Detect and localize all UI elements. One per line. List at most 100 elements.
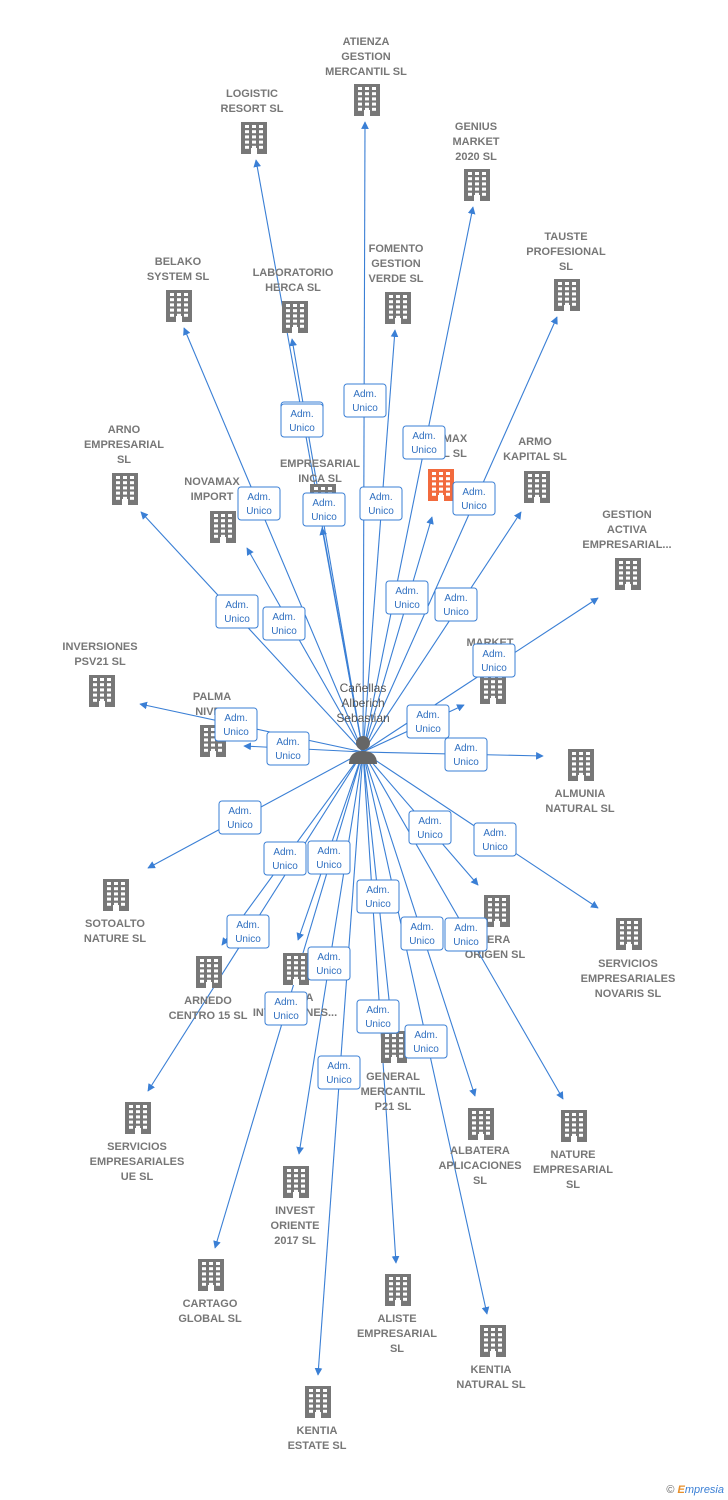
ownership-edge — [362, 516, 434, 753]
edge-role-badge[interactable]: Adm.Unico — [237, 486, 281, 521]
edge-role-badge[interactable]: Adm.Unico — [444, 917, 488, 952]
edge-role-label: Unico — [224, 614, 250, 625]
company-name-line: CARTAGO — [183, 1298, 238, 1310]
edge-role-badge[interactable]: Adm.Unico — [452, 481, 496, 516]
edge-role-label: Adm. — [327, 1061, 350, 1072]
edge-role-label: Adm. — [247, 492, 270, 503]
edge-role-badge[interactable]: Adm.Unico — [266, 731, 310, 766]
edge-role-label: Unico — [461, 501, 487, 512]
edge-role-label: Unico — [311, 512, 337, 523]
edge-role-label: Adm. — [224, 713, 247, 724]
edge-role-badge[interactable]: Adm.Unico — [226, 914, 270, 949]
company-name-line: UE SL — [121, 1171, 154, 1183]
ownership-edge — [362, 316, 558, 753]
brand-logo-initial[interactable]: E — [677, 1484, 685, 1496]
edge-role-label: Unico — [415, 724, 441, 735]
company-name-line: MERCANTIL — [361, 1086, 426, 1098]
edge-role-badge[interactable]: Adm. Unico — [472, 643, 516, 678]
edge-role-label: Adm. — [444, 593, 467, 604]
building-icon — [524, 471, 550, 503]
edge-role-badge[interactable]: Adm. Unico — [356, 999, 400, 1034]
edge-role-badge[interactable]: Adm.Unico — [264, 991, 308, 1026]
company-name-line: SL — [117, 454, 131, 466]
company-name-line: NOVAMAX — [184, 476, 240, 488]
edge-role-badge[interactable]: Adm.Unico — [406, 704, 450, 739]
edge-role-label: Unico — [365, 1019, 391, 1030]
company-name-line: CENTRO 15 SL — [169, 1010, 248, 1022]
company-name-line: EMPRESARIAL — [357, 1328, 437, 1340]
edge-role-badge[interactable]: Adm.Unico — [444, 737, 488, 772]
edge-role-badge[interactable]: Adm.Unico — [215, 594, 259, 629]
company-name-line: BELAKO — [155, 256, 202, 268]
company-name-line: P21 SL — [375, 1101, 412, 1113]
edge-role-badge[interactable]: Adm.Unico — [473, 822, 517, 857]
company-node[interactable]: GESTIONACTIVAEMPRESARIAL... — [582, 509, 672, 590]
building-icon — [428, 469, 454, 501]
edge-role-badge[interactable]: Adm.Unico — [408, 810, 452, 845]
edge-role-label: Unico — [481, 663, 507, 674]
edge-role-badge[interactable]: Adm.Unico — [359, 486, 403, 521]
edge-role-label: Unico — [289, 423, 315, 434]
edge-role-label: Unico — [453, 757, 479, 768]
edge-role-badge[interactable]: Adm.Unico — [218, 800, 262, 835]
company-name-line: KENTIA — [297, 1425, 338, 1437]
building-icon — [196, 956, 222, 988]
copyright-symbol: © — [666, 1484, 675, 1496]
edge-role-label: Unico — [394, 600, 420, 611]
company-name-line: LOGISTIC — [226, 88, 278, 100]
edge-role-badge[interactable]: Adm.Unico — [434, 587, 478, 622]
edge-role-label: Adm. — [274, 997, 297, 1008]
ownership-edge — [140, 511, 364, 753]
edge-role-label: Adm. — [482, 649, 505, 660]
ownership-edge — [362, 329, 399, 753]
edge-role-badge[interactable]: Adm.Unico — [214, 707, 258, 742]
building-icon — [568, 749, 594, 781]
edge-role-badge[interactable]: Adm.Unico — [263, 841, 307, 876]
edge-role-badge[interactable]: Adm.Unico — [343, 383, 387, 418]
edge-role-badge[interactable]: Adm.Unico — [262, 606, 306, 641]
edge-role-badge[interactable]: Adm.Unico — [307, 840, 351, 875]
company-name-line: PROFESIONAL — [526, 246, 606, 258]
edge-role-badge[interactable]: Adm.Unico — [400, 916, 444, 951]
company-name-line: TAUSTE — [544, 231, 587, 243]
brand-logo-rest[interactable]: mpresia — [684, 1484, 724, 1496]
edge-role-badge[interactable]: Adm.Unico — [385, 580, 429, 615]
edge-role-badge[interactable]: Adm.Unico — [302, 492, 346, 527]
building-icon — [484, 895, 510, 927]
company-name-line: EMPRESARIAL... — [582, 539, 671, 551]
edge-role-badge[interactable]: Adm.Unico — [317, 1055, 361, 1090]
edge-role-badge[interactable]: Adm.Unico — [280, 403, 324, 438]
edge-role-badge[interactable]: Adm.Unico — [404, 1024, 448, 1059]
edge-role-badge[interactable]: Adm.Unico — [307, 946, 351, 981]
building-icon — [89, 675, 115, 707]
edge-role-badge[interactable]: Adm.Unico — [356, 879, 400, 914]
edge-role-badge[interactable]: Adm.Unico — [402, 425, 446, 460]
edge-role-label: Adm. — [366, 1005, 389, 1016]
